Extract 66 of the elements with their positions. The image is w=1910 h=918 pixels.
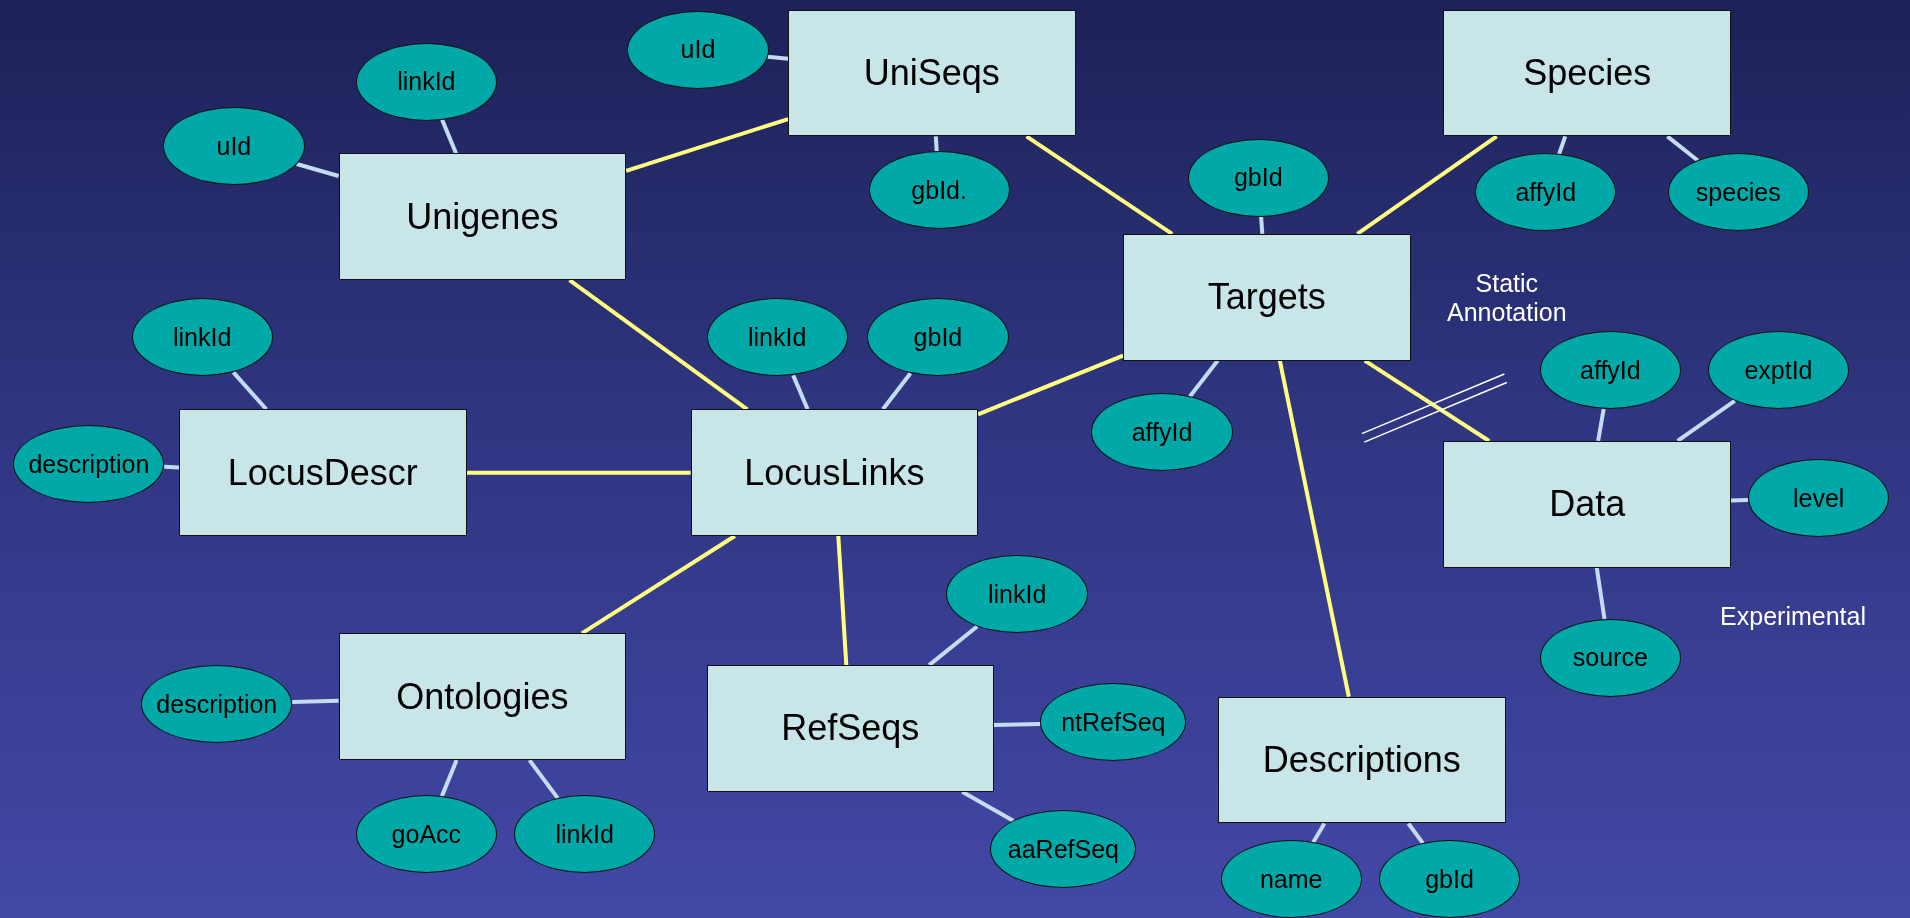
attribute-ellipse: uId	[627, 10, 769, 89]
attribute-ellipse: aaRefSeq	[990, 810, 1137, 888]
note-text: Experimental	[1720, 602, 1866, 631]
connector-line	[1557, 135, 1568, 155]
attribute-ellipse: source	[1539, 618, 1681, 697]
connector-line	[625, 117, 789, 173]
attribute-ellipse: linkId	[355, 42, 497, 121]
connector-line	[231, 371, 268, 411]
attribute-ellipse: linkId	[946, 555, 1088, 634]
attribute-ellipse: gbId	[1187, 138, 1329, 217]
entity-box: Species	[1443, 9, 1731, 137]
connector-line	[961, 790, 1015, 823]
connector-line	[1277, 360, 1351, 698]
attribute-ellipse: affyId	[1539, 331, 1681, 410]
connector-line	[1356, 134, 1498, 236]
attribute-ellipse: gbId	[867, 298, 1009, 377]
attribute-ellipse: ntRefSeq	[1040, 683, 1187, 762]
attribute-ellipse: description	[13, 425, 165, 504]
connector-line	[933, 136, 939, 152]
attribute-ellipse: uId	[163, 107, 305, 186]
entity-box: Targets	[1123, 233, 1411, 361]
connector-line	[993, 722, 1041, 728]
connector-line	[927, 625, 979, 667]
connector-line	[791, 374, 810, 411]
connector-line	[1311, 822, 1327, 844]
attribute-ellipse: linkId	[514, 795, 656, 874]
connector-line	[1596, 408, 1606, 442]
attribute-ellipse: affyId	[1091, 393, 1233, 472]
connector-line	[466, 470, 691, 475]
connector-line	[1676, 399, 1736, 443]
attribute-ellipse: exptId	[1707, 331, 1850, 410]
entity-box: LocusLinks	[690, 409, 979, 536]
connector-line	[1594, 567, 1607, 620]
attribute-ellipse: gbId.	[868, 151, 1010, 229]
entity-box: Ontologies	[338, 633, 627, 761]
attribute-ellipse: description	[141, 665, 293, 744]
attribute-ellipse: name	[1220, 840, 1362, 918]
connector-line	[568, 278, 749, 411]
attribute-ellipse: linkId	[706, 298, 848, 377]
connector-line	[881, 372, 913, 411]
connector-line	[977, 353, 1124, 417]
connector-line	[836, 535, 849, 666]
attribute-ellipse: species	[1667, 153, 1809, 232]
entity-box: Data	[1443, 440, 1731, 568]
connector-line	[1025, 134, 1174, 236]
connector-line	[527, 758, 560, 800]
attribute-ellipse: goAcc	[355, 795, 497, 874]
connector-line	[1406, 822, 1425, 845]
entity-box: RefSeqs	[706, 665, 994, 792]
entity-box: Descriptions	[1218, 696, 1506, 824]
attribute-ellipse: level	[1748, 459, 1890, 538]
connector-line	[292, 698, 339, 704]
connector-line	[767, 54, 789, 61]
attribute-ellipse: affyId	[1475, 153, 1617, 232]
attribute-ellipse: gbId	[1378, 840, 1521, 918]
attribute-ellipse: linkId	[131, 298, 273, 377]
note-text: Static Annotation	[1446, 269, 1568, 328]
connector-line	[1666, 134, 1700, 163]
connector-line	[1259, 216, 1265, 235]
connector-line	[1730, 498, 1749, 503]
entity-box: LocusDescr	[179, 409, 467, 536]
connector-line	[296, 162, 340, 178]
connector-line	[164, 464, 180, 470]
entity-box: UniSeqs	[788, 9, 1076, 137]
connector-line	[1188, 359, 1220, 398]
entity-box: Unigenes	[338, 153, 627, 281]
